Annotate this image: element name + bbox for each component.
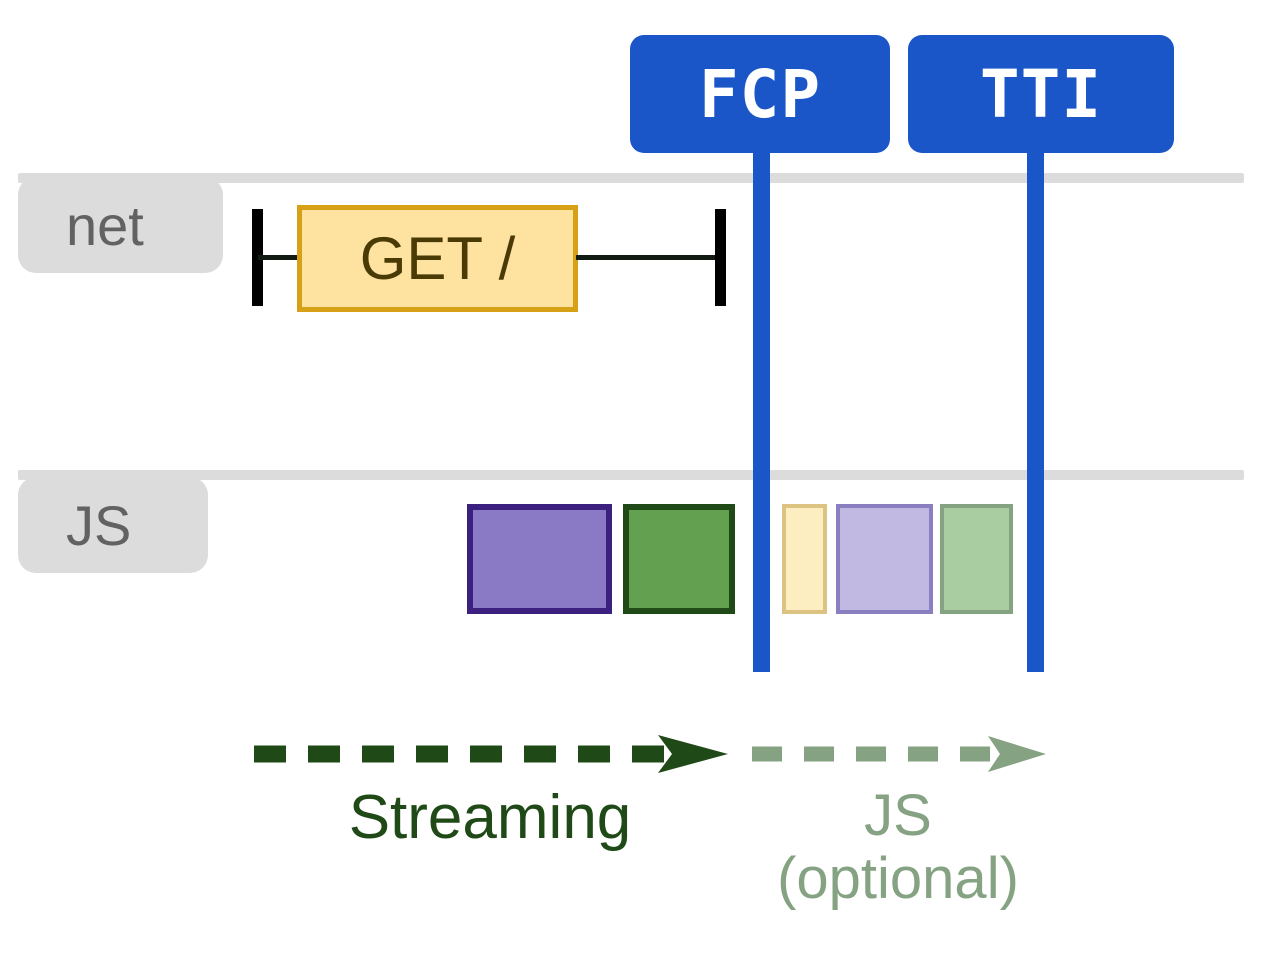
js-task-optional-fetch-task xyxy=(782,504,827,614)
network-request-label: GET / xyxy=(359,225,516,292)
lane-rule-net xyxy=(18,173,1244,183)
lane-label-js-text: JS xyxy=(66,493,132,557)
js-task-optional-hydrate-task xyxy=(836,504,933,614)
request-trailing-line xyxy=(576,255,721,260)
js-task-parse-task xyxy=(467,504,612,614)
lane-rule-js xyxy=(18,470,1244,480)
lane-label-net-text: net xyxy=(66,193,144,257)
lane-label-net: net xyxy=(18,177,223,273)
request-leading-line xyxy=(258,255,303,260)
lane-label-js: JS xyxy=(18,477,208,573)
js-optional-phase-label-line2: (optional) xyxy=(777,845,1019,911)
js-task-optional-interactive-task xyxy=(940,504,1013,614)
js-optional-phase-arrow-icon xyxy=(752,736,1046,772)
request-end-marker xyxy=(715,209,726,306)
fcp-milestone-label: FCP xyxy=(698,55,822,133)
js-task-render-task xyxy=(623,504,735,614)
streaming-phase-label-text: Streaming xyxy=(348,783,632,852)
tti-milestone-label: TTI xyxy=(979,55,1103,133)
fcp-milestone-line xyxy=(753,140,770,672)
streaming-phase-arrow-icon xyxy=(254,735,728,773)
js-optional-phase-label: JS (optional) xyxy=(748,783,1048,911)
streaming-phase-label: Streaming xyxy=(250,783,730,852)
fcp-milestone-badge[interactable]: FCP xyxy=(630,35,890,153)
request-start-marker xyxy=(252,209,263,306)
tti-milestone-line xyxy=(1027,140,1044,672)
tti-milestone-badge[interactable]: TTI xyxy=(908,35,1174,153)
js-optional-phase-label-line1: JS xyxy=(864,783,932,848)
network-request-block: GET / xyxy=(297,205,578,312)
